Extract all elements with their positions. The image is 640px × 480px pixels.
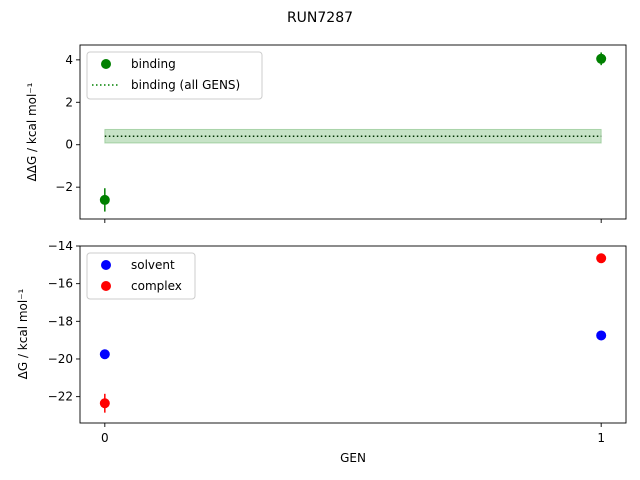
binding-y-tick-label: 4 [65,53,73,67]
complex-point-gen-1 [596,253,607,264]
complex-point-gen-0 [99,398,110,409]
binding-panel: −2 0 2 4 ΔΔG / kcal mol⁻¹ binding binding (… [25,44,627,223]
binding-y-ticks: −2 0 2 4 [55,53,80,194]
free-energy-y-tick-label: −20 [48,352,73,366]
binding-point-gen-0 [99,194,110,205]
binding-y-tick-label: −2 [55,180,73,194]
free-energy-legend-box [86,252,196,300]
binding-legend-label: binding [131,57,176,71]
solvent-point-gen-1 [596,330,607,341]
complex-legend-label: complex [131,279,182,293]
binding-point-gen-1 [596,53,607,64]
binding-legend: binding binding (all GENS) [86,51,263,100]
binding-y-tick-label: 2 [65,95,73,109]
solvent-point-gen-0 [99,349,110,360]
binding-x-ticks [104,219,602,223]
binding-marks [99,52,607,212]
binding-legend-box [86,51,263,100]
free-energy-x-tick-label: 0 [101,431,109,445]
figure-suptitle: RUN7287 [287,10,353,26]
free-energy-y-tick-label: −18 [48,314,73,328]
free-energy-legend: solvent complex [86,252,196,300]
binding-y-label: ΔΔG / kcal mol⁻¹ [25,82,39,181]
free-energy-y-label: ΔG / kcal mol⁻¹ [16,288,30,379]
complex-legend-marker [101,281,111,291]
binding-all-gens-legend-label: binding (all GENS) [131,78,240,92]
free-energy-axes-frame [79,245,627,424]
solvent-legend-label: solvent [131,258,175,272]
free-energy-x-label: GEN [340,451,366,465]
binding-y-tick-label: 0 [65,138,73,152]
solvent-legend-marker [101,260,111,270]
free-energy-y-tick-label: −14 [48,239,73,253]
free-energy-x-tick-label: 1 [597,431,605,445]
free-energy-y-tick-label: −16 [48,277,73,291]
free-energy-y-tick-label: −22 [48,390,73,404]
binding-axes-frame [79,44,627,220]
free-energy-y-ticks: −22 −20 −18 −16 −14 [48,239,80,404]
binding-legend-marker [101,59,111,69]
free-energy-marks [99,253,607,413]
